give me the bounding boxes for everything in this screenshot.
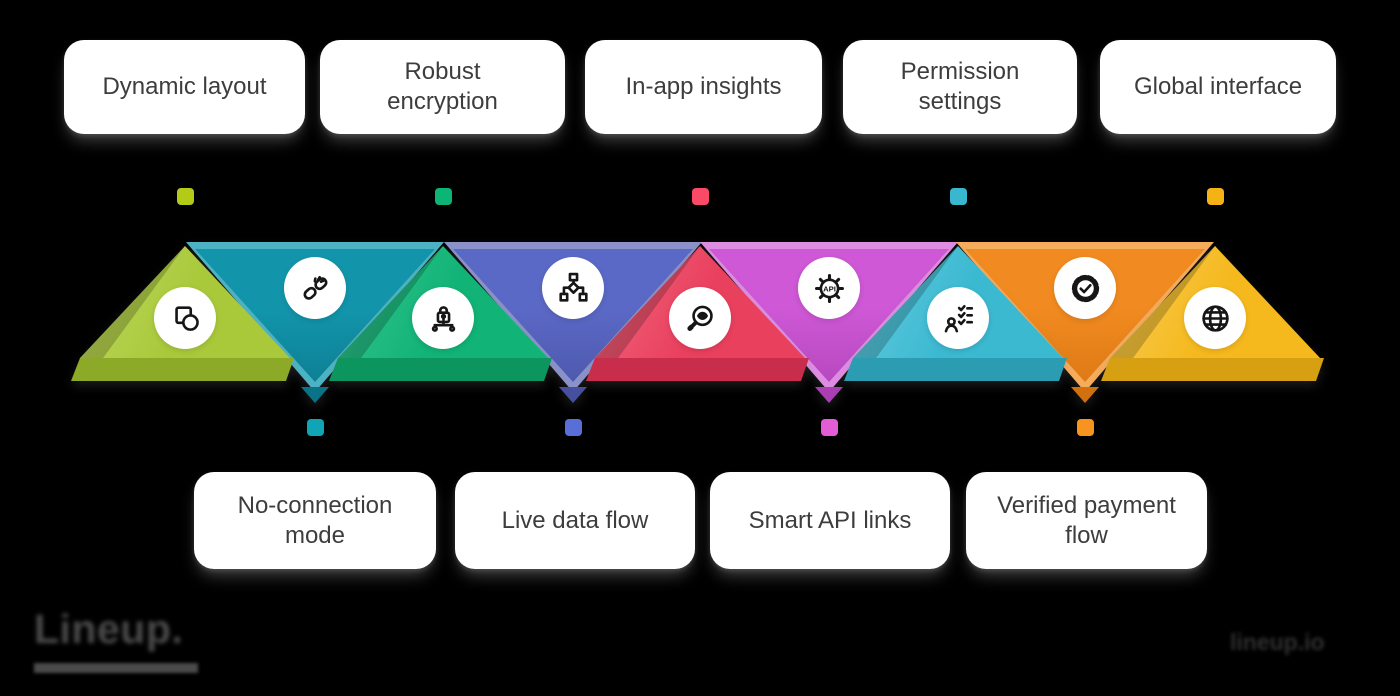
triangle-global-interface — [1101, 246, 1329, 381]
icon-badge — [542, 257, 604, 319]
icon-badge — [927, 287, 989, 349]
icon-badge — [1184, 287, 1246, 349]
triangle-tip — [815, 387, 843, 403]
card-label: Robust encryption — [387, 58, 498, 115]
magnifier-eye-icon — [686, 305, 713, 331]
api-gear-icon: API — [814, 273, 844, 303]
card-label: In-app insights — [625, 73, 782, 100]
icon-badge: API — [798, 257, 860, 319]
lock-network-icon — [431, 305, 455, 332]
connector-square — [435, 188, 452, 205]
triangle-base — [329, 358, 557, 381]
triangle-base — [71, 358, 299, 381]
label-card-smart-api-links: Smart API links — [710, 472, 950, 569]
triangle-robust-encryption — [329, 246, 557, 381]
triangle-base — [586, 358, 814, 381]
triangle-base — [1101, 358, 1329, 381]
flowchart-icon — [558, 272, 588, 302]
connector-square — [565, 419, 582, 436]
label-card-permission-settings: Permission settings — [843, 40, 1077, 134]
label-card-verified-payment-flow: Verified payment flow — [966, 472, 1207, 569]
globe-icon — [1201, 304, 1229, 332]
icon-badge — [669, 287, 731, 349]
icon-badge — [1054, 257, 1116, 319]
connector-square — [1207, 188, 1224, 205]
triangle-base — [844, 358, 1072, 381]
connector-square — [950, 188, 967, 205]
label-card-in-app-insights: In-app insights — [585, 40, 822, 134]
triangle-tip — [1071, 387, 1099, 403]
icon-badge — [154, 287, 216, 349]
broken-link-icon — [303, 275, 327, 300]
card-label: Permission settings — [900, 58, 1020, 115]
label-card-robust-encryption: Robust encryption — [320, 40, 565, 134]
overlapping-shapes-icon — [174, 305, 199, 331]
connector-square — [692, 188, 709, 205]
verified-badge-icon — [1071, 274, 1099, 302]
triangle-tip — [301, 387, 329, 403]
card-label: Dynamic layout — [102, 73, 267, 100]
brand-wordmark: Lineup. — [34, 606, 184, 652]
site-wordmark: lineup.io — [1230, 629, 1325, 655]
label-card-dynamic-layout: Dynamic layout — [64, 40, 305, 134]
card-label: Smart API links — [748, 506, 912, 534]
icon-badge — [284, 257, 346, 319]
card-label: No-connection mode — [237, 491, 393, 549]
triangle-permission-settings — [844, 246, 1072, 381]
label-card-no-connection-mode: No-connection mode — [194, 472, 436, 569]
label-card-global-interface: Global interface — [1100, 40, 1336, 134]
connector-square — [177, 188, 194, 205]
user-checklist-icon — [944, 304, 973, 332]
brand-underline — [34, 663, 198, 673]
card-label: Verified payment flow — [997, 491, 1176, 549]
triangle-in-app-insights — [586, 246, 814, 381]
triangle-dynamic-layout — [71, 246, 299, 381]
card-label: Live data flow — [501, 506, 649, 534]
connector-square — [1077, 419, 1094, 436]
connector-square — [307, 419, 324, 436]
card-label: Global interface — [1133, 73, 1303, 100]
icon-badge — [412, 287, 474, 349]
triangle-tip — [559, 387, 587, 403]
connector-square — [821, 419, 838, 436]
label-card-live-data-flow: Live data flow — [455, 472, 695, 569]
svg-text:API: API — [823, 284, 836, 293]
